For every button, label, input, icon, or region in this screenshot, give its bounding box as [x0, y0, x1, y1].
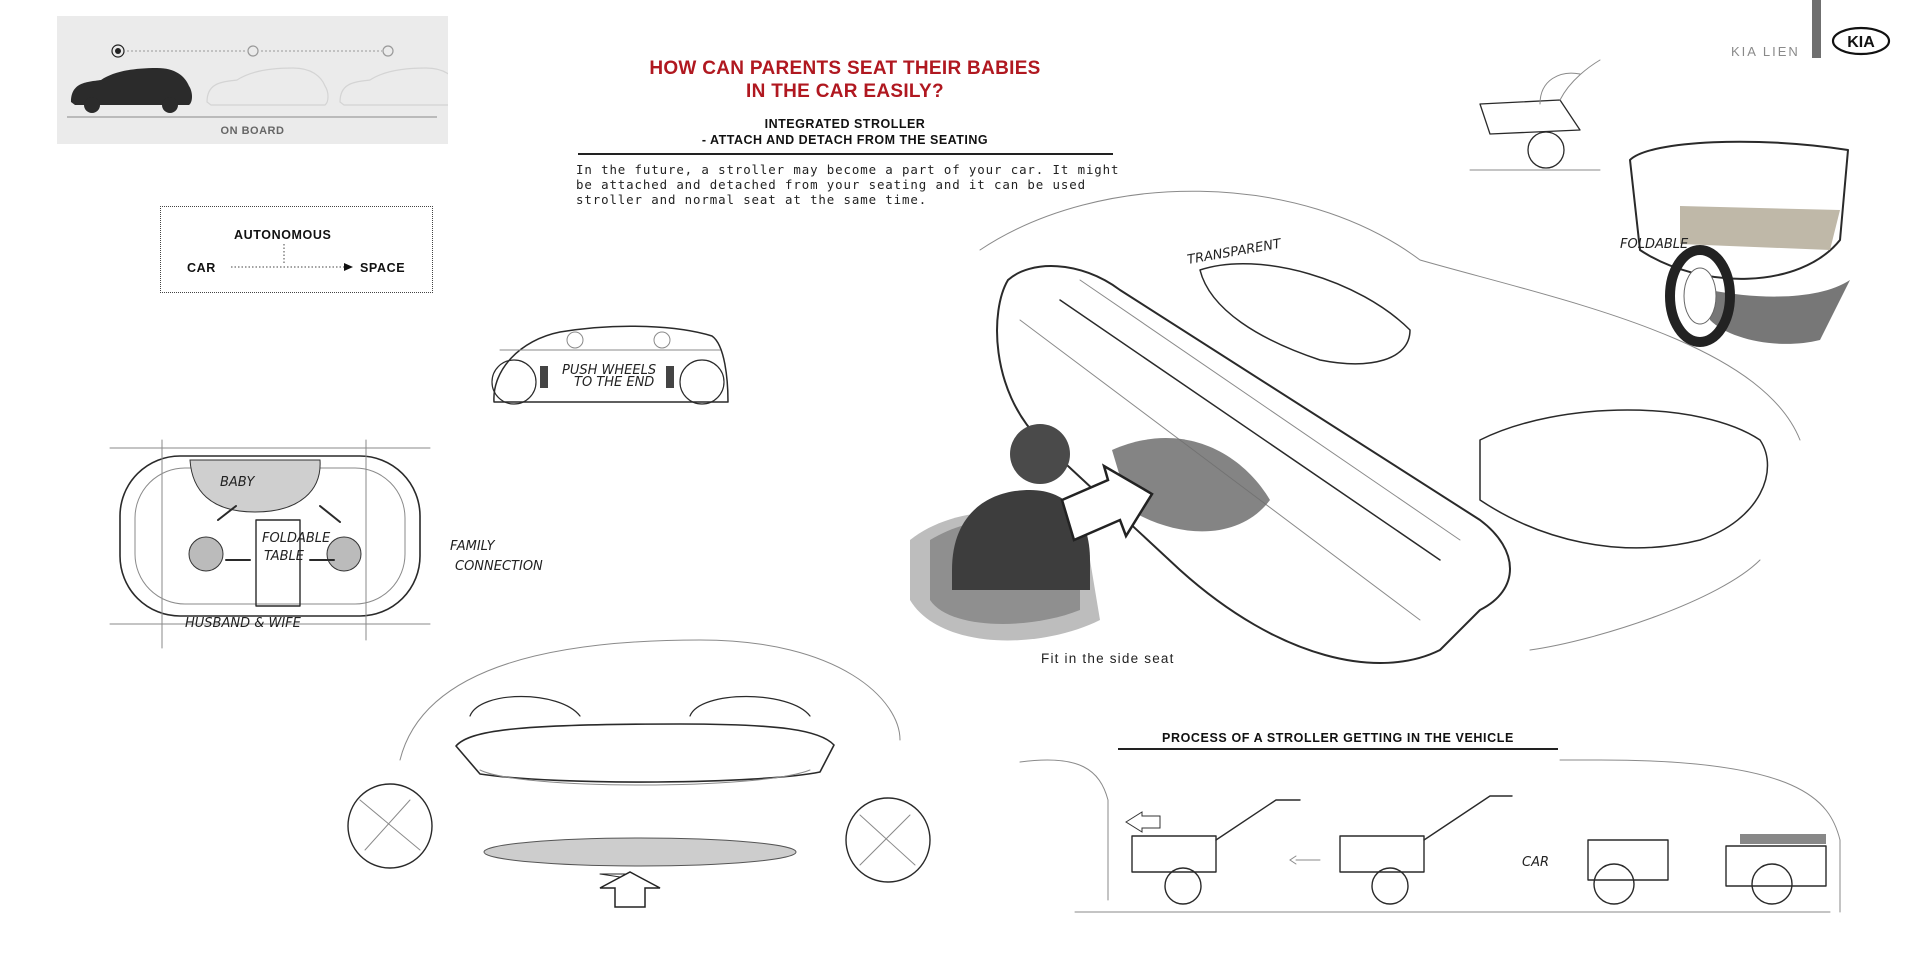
- section-subtitle-line-1: INTEGRATED STROLLER: [764, 117, 926, 131]
- sketch-car-side: PUSH WHEELS TO THE END: [491, 325, 729, 405]
- concept-to-label: SPACE: [360, 261, 406, 275]
- step-dot-3[interactable]: [382, 45, 394, 57]
- stage-label: ON BOARD: [220, 125, 285, 137]
- brand-bar: [1812, 0, 1821, 58]
- svg-text:PUSH WHEELS: PUSH WHEELS: [562, 363, 656, 378]
- kia-logo-icon: KIA: [1831, 26, 1891, 56]
- car-silhouette-active: [71, 68, 192, 105]
- side-seat-caption: Fit in the side seat: [1041, 651, 1175, 666]
- section-subtitle: INTEGRATED STROLLER - ATTACH AND DETACH …: [560, 116, 1130, 148]
- sketch-stroller-cutaway: FOLDABLE: [1620, 140, 1850, 347]
- car-silhouette-ghost: [206, 67, 329, 106]
- page-title: HOW CAN PARENTS SEAT THEIR BABIES IN THE…: [560, 57, 1130, 103]
- svg-text:TO THE END: TO THE END: [574, 375, 654, 390]
- page-title-line-2: IN THE CAR EASILY?: [746, 81, 944, 102]
- process-title: PROCESS OF A STROLLER GETTING IN THE VEH…: [1162, 731, 1514, 745]
- svg-text:HUSBAND & WIFE: HUSBAND & WIFE: [185, 616, 302, 631]
- progress-card: ON BOARD: [57, 16, 448, 144]
- page-title-line-1: HOW CAN PARENTS SEAT THEIR BABIES: [649, 58, 1041, 79]
- svg-text:FAMILY: FAMILY: [450, 539, 496, 554]
- svg-text:TABLE: TABLE: [264, 549, 305, 564]
- svg-text:FOLDABLE: FOLDABLE: [262, 531, 331, 546]
- step-dot-2[interactable]: [247, 45, 259, 57]
- divider: [1118, 748, 1558, 750]
- concept-arrow: [231, 244, 353, 271]
- step-dot-1[interactable]: [111, 44, 125, 58]
- concept-from-label: CAR: [187, 261, 216, 275]
- svg-text:KIA: KIA: [1847, 34, 1875, 51]
- concept-top-label: AUTONOMOUS: [234, 228, 332, 242]
- description-text: In the future, a stroller may become a p…: [576, 162, 1120, 207]
- brand-name: KIA LIEN: [1731, 44, 1800, 59]
- car-silhouette-ghost: [339, 67, 448, 106]
- sketch-stroller-detail: [1469, 59, 1601, 171]
- svg-text:CAR: CAR: [1522, 855, 1549, 870]
- sketch-top-view: BABY FOLDABLE TABLE FAMILY CONNECTION HU…: [109, 439, 543, 649]
- svg-text:CONNECTION: CONNECTION: [455, 559, 543, 574]
- sketch-process-sequence: CAR: [1019, 759, 1841, 913]
- divider: [578, 153, 1113, 155]
- section-subtitle-line-2: - ATTACH AND DETACH FROM THE SEATING: [701, 133, 989, 147]
- svg-text:BABY: BABY: [220, 475, 256, 490]
- sketch-front-view: [347, 639, 931, 908]
- concept-box: AUTONOMOUS CAR SPACE: [160, 206, 433, 293]
- sketch-integrated-stroller-seat: TRANSPARENT: [910, 190, 1801, 664]
- journey-illustration: [67, 44, 448, 118]
- svg-text:FOLDABLE: FOLDABLE: [1620, 237, 1689, 252]
